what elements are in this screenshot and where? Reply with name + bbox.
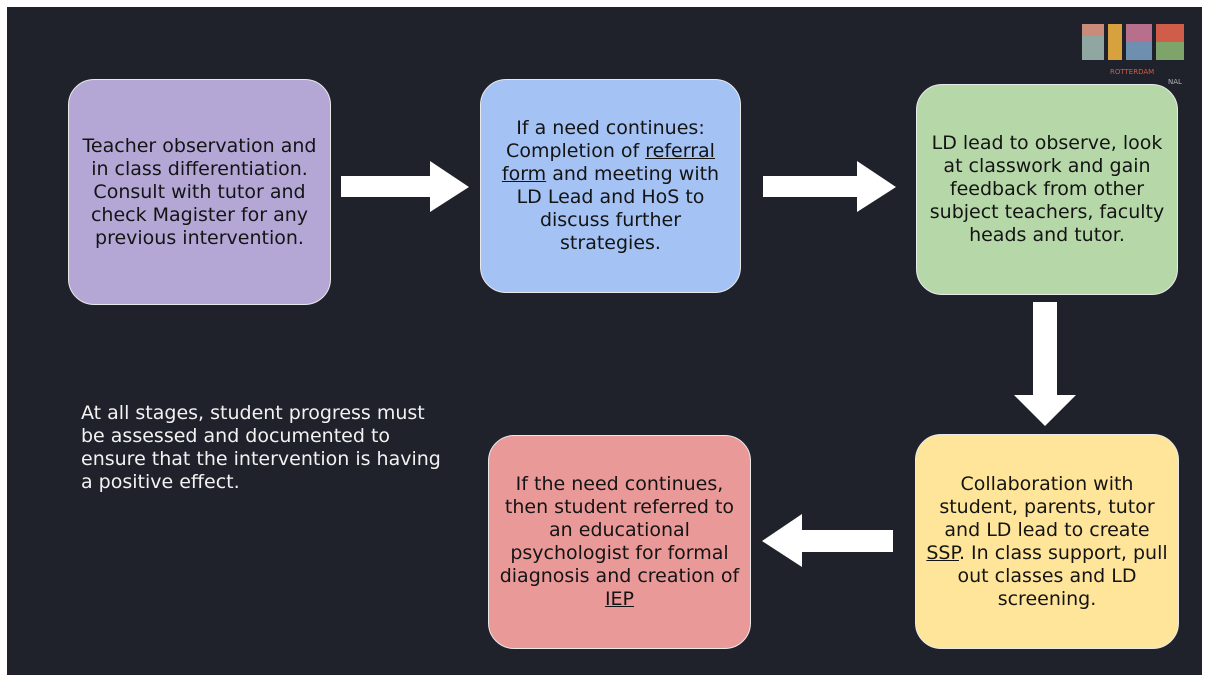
arrow-left [762, 514, 893, 567]
step-4-text-end: . In class support, pull out classes and… [957, 541, 1168, 610]
step-4-text-start: Collaboration with student, parents, tut… [939, 472, 1155, 541]
riss-logo-mark [1082, 24, 1184, 60]
step-5-text-start: If the need continues, then student refe… [499, 473, 740, 587]
assessment-note: At all stages, student progress must be … [81, 402, 441, 493]
logo-line-2: NAL [1168, 78, 1182, 86]
step-1-text: Teacher observation and in class differe… [82, 134, 317, 249]
step-1-box: Teacher observation and in class differe… [68, 79, 331, 305]
step-2-text-end: and meeting with LD Lead and HoS to disc… [516, 163, 720, 254]
referral-form-link[interactable]: referral form [501, 140, 715, 185]
arrow-right-1 [341, 161, 469, 212]
iep-link[interactable]: IEP [604, 588, 635, 610]
arrow-down [1014, 302, 1076, 426]
step-4-box: Collaboration with student, parents, tut… [915, 434, 1179, 649]
step-2-text-start: If a need continues: Completion of [506, 117, 705, 162]
step-3-box: LD lead to observe, look at classwork an… [916, 84, 1178, 295]
riss-logo: ROTTERDAM NAL [1082, 24, 1184, 86]
logo-line-1: ROTTERDAM [1110, 68, 1154, 76]
step-5-box: If the need continues, then student refe… [488, 435, 751, 649]
step-2-box: If a need continues: Completion of refer… [480, 79, 741, 293]
step-5-text: If the need continues, then student refe… [499, 473, 740, 611]
arrow-right-2 [763, 161, 896, 212]
ssp-link[interactable]: SSP [926, 541, 959, 564]
step-3-text: LD lead to observe, look at classwork an… [929, 132, 1165, 246]
step-4-text: Collaboration with student, parents, tut… [926, 473, 1168, 611]
step-2-text: If a need continues: Completion of refer… [491, 117, 730, 255]
